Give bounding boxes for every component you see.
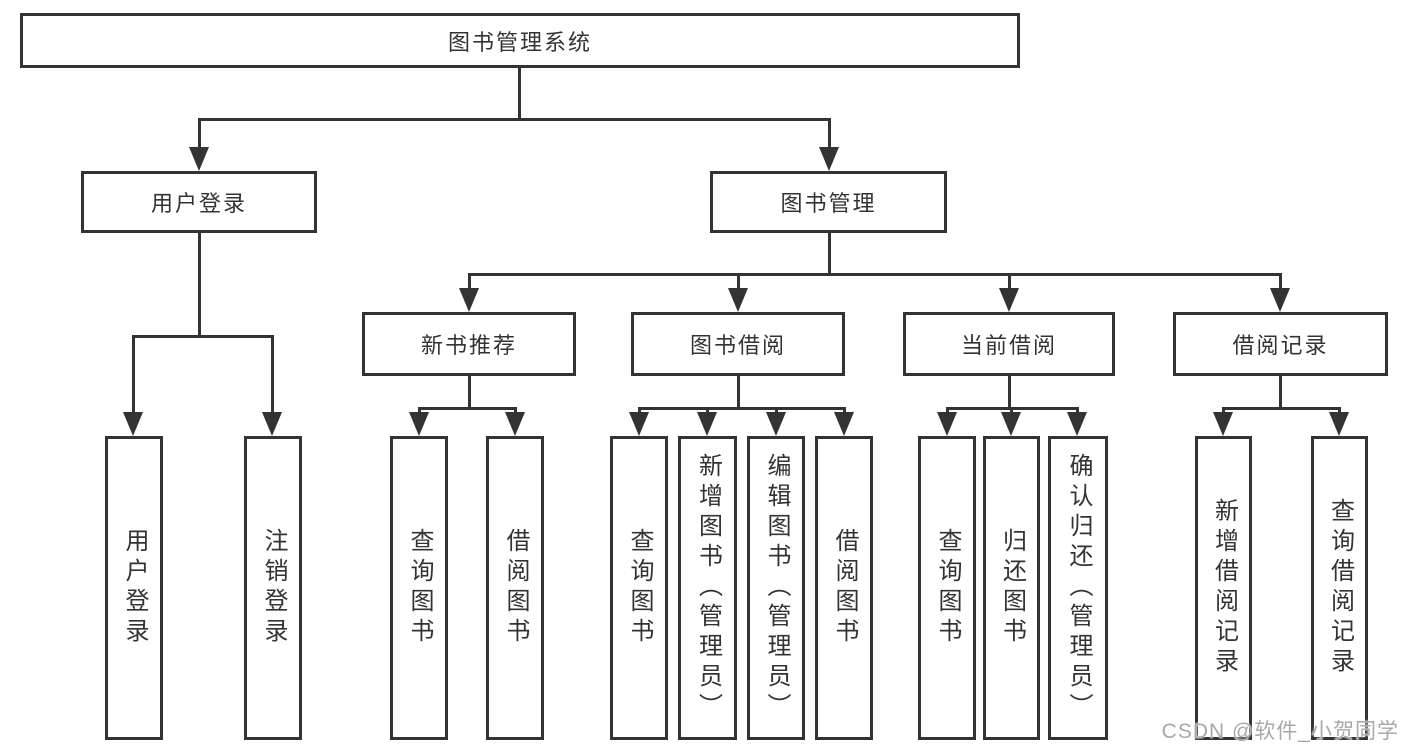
leaf-query-books-borrowing: 查询图书 bbox=[610, 436, 668, 740]
arrowhead-book-management bbox=[819, 147, 839, 171]
node-library-management-system: 图书管理系统 bbox=[20, 13, 1020, 68]
node-label: 新书推荐 bbox=[420, 333, 517, 358]
connector-stem-leaf bbox=[271, 335, 274, 415]
leaf-query-books-recommend: 查询图书 bbox=[390, 436, 448, 740]
connector-module-stem bbox=[1008, 376, 1011, 409]
connector-book-management-bar bbox=[468, 273, 1282, 276]
connector-root-stem bbox=[518, 68, 521, 118]
node-label: 图书借阅 bbox=[689, 333, 786, 358]
arrowhead-leaf bbox=[1001, 412, 1021, 436]
leaf-label: 新增图书（管理员） bbox=[694, 453, 722, 723]
connector-stem-leaf bbox=[706, 407, 709, 415]
node-new-book-recommendation: 新书推荐 bbox=[362, 312, 576, 376]
connector-module-stem bbox=[468, 376, 471, 409]
arrowhead-leaf bbox=[505, 412, 525, 436]
node-label: 当前借阅 bbox=[960, 333, 1057, 358]
arrowhead-module bbox=[999, 288, 1019, 312]
connector-stem-module bbox=[1008, 273, 1011, 291]
leaf-label: 借阅图书 bbox=[502, 528, 529, 648]
leaf-query-borrow-record: 查询借阅记录 bbox=[1311, 436, 1368, 740]
leaf-label: 用户登录 bbox=[121, 528, 148, 648]
connector-user-login-stem bbox=[198, 233, 201, 335]
connector-stem-leaf bbox=[775, 407, 778, 415]
leaf-logout: 注销登录 bbox=[244, 436, 302, 740]
connector-stem-leaf bbox=[132, 335, 135, 415]
leaf-confirm-return-admin: 确认归还（管理员） bbox=[1048, 436, 1108, 740]
leaf-label: 注销登录 bbox=[260, 528, 287, 648]
leaf-label: 查询图书 bbox=[406, 528, 433, 648]
leaf-user-login: 用户登录 bbox=[105, 436, 163, 740]
leaf-add-borrow-record: 新增借阅记录 bbox=[1195, 436, 1252, 740]
connector-stem-leaf bbox=[638, 407, 641, 415]
arrowhead-leaf bbox=[123, 412, 143, 436]
connector-module-bar bbox=[1222, 407, 1341, 410]
leaf-label: 归还图书 bbox=[998, 528, 1026, 648]
connector-module-bar bbox=[638, 407, 845, 410]
leaf-label: 编辑图书（管理员） bbox=[763, 453, 790, 723]
arrowhead-leaf bbox=[766, 412, 786, 436]
connector-user-login-bar bbox=[132, 335, 274, 338]
connector-stem-leaf bbox=[1338, 407, 1341, 415]
leaf-label: 查询图书 bbox=[626, 528, 653, 648]
connector-stem-leaf bbox=[514, 407, 517, 415]
arrowhead-leaf bbox=[1329, 412, 1349, 436]
leaf-edit-books-admin: 编辑图书（管理员） bbox=[747, 436, 805, 740]
node-book-borrowing: 图书借阅 bbox=[631, 312, 845, 376]
leaf-label: 借阅图书 bbox=[831, 528, 858, 648]
node-user-login: 用户登录 bbox=[81, 171, 317, 233]
node-borrowing-records: 借阅记录 bbox=[1173, 312, 1388, 376]
arrowhead-leaf bbox=[834, 412, 854, 436]
arrowhead-leaf bbox=[937, 412, 957, 436]
connector-module-stem bbox=[1279, 376, 1282, 409]
arrowhead-module bbox=[459, 288, 479, 312]
leaf-borrow-books: 借阅图书 bbox=[815, 436, 873, 740]
leaf-query-books-current: 查询图书 bbox=[918, 436, 976, 740]
arrowhead-module bbox=[728, 288, 748, 312]
connector-module-stem bbox=[737, 376, 740, 409]
node-label: 图书管理 bbox=[780, 191, 877, 216]
connector-stem-module bbox=[468, 273, 471, 291]
leaf-return-books: 归还图书 bbox=[983, 436, 1040, 740]
connector-stem-leaf bbox=[1076, 407, 1079, 415]
node-book-management: 图书管理 bbox=[710, 171, 947, 233]
connector-stem-module bbox=[1279, 273, 1282, 291]
connector-stem-leaf bbox=[843, 407, 846, 415]
node-label: 借阅记录 bbox=[1232, 333, 1329, 358]
leaf-label: 确认归还（管理员） bbox=[1065, 453, 1092, 723]
leaf-label: 查询借阅记录 bbox=[1326, 498, 1354, 678]
node-label: 图书管理系统 bbox=[447, 29, 592, 55]
connector-stem-user-login bbox=[198, 118, 201, 152]
connector-stem-leaf bbox=[418, 407, 421, 415]
arrowhead-user-login bbox=[189, 147, 209, 171]
connector-stem-book-management bbox=[828, 118, 831, 152]
connector-stem-leaf bbox=[946, 407, 949, 415]
csdn-watermark: CSDN @软件_小贺同学 bbox=[1161, 720, 1399, 743]
leaf-label: 查询图书 bbox=[934, 528, 961, 648]
arrowhead-module bbox=[1270, 288, 1290, 312]
node-label: 用户登录 bbox=[150, 191, 247, 216]
arrowhead-leaf bbox=[1213, 412, 1233, 436]
arrowhead-leaf bbox=[262, 412, 282, 436]
leaf-borrow-books-recommend: 借阅图书 bbox=[486, 436, 544, 740]
connector-module-bar bbox=[418, 407, 516, 410]
connector-root-bar bbox=[198, 118, 830, 121]
arrowhead-leaf bbox=[697, 412, 717, 436]
connector-book-management-stem bbox=[828, 233, 831, 275]
leaf-label: 新增借阅记录 bbox=[1210, 498, 1238, 678]
arrowhead-leaf bbox=[409, 412, 429, 436]
arrowhead-leaf bbox=[1067, 412, 1087, 436]
leaf-add-books-admin: 新增图书（管理员） bbox=[678, 436, 737, 740]
node-current-borrowing: 当前借阅 bbox=[903, 312, 1115, 376]
connector-stem-leaf bbox=[1222, 407, 1225, 415]
connector-stem-module bbox=[737, 273, 740, 291]
arrowhead-leaf bbox=[629, 412, 649, 436]
connector-stem-leaf bbox=[1010, 407, 1013, 415]
